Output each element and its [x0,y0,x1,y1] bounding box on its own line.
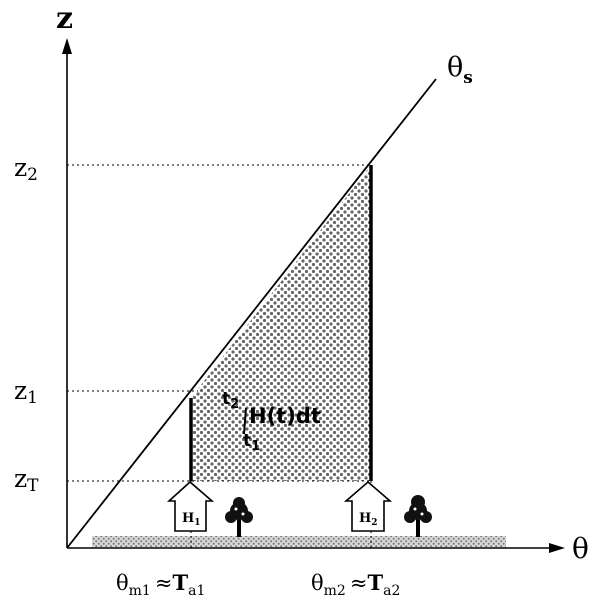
theta-m1-label: θm1≈Ta1 [116,570,205,599]
tree-1-icon [225,497,253,537]
theta-axis-arrowhead [549,543,565,553]
integral-upper-limit: t2 [222,389,239,412]
theta-s-line [66,78,437,549]
ground-strip [92,536,506,547]
house-h1-icon: H1 [166,480,215,532]
z-axis-label: z [56,1,73,36]
integral-shaded-area [191,165,371,481]
zT-label: zT [14,464,39,496]
z-axis-arrowhead [62,38,72,54]
theta-axis-label: θ [572,532,589,565]
svg-text:H2: H2 [359,511,378,528]
svg-text:H1: H1 [182,511,201,528]
integral-lower-limit: t1 [243,431,260,454]
integral-sign [243,407,247,435]
z2-label: z2 [14,153,38,185]
integral-body: H(t)dt [249,404,321,428]
theta-s-label: θs [447,52,473,88]
house-h2-icon: H2 [343,480,393,532]
z1-label: z1 [14,376,38,408]
theta-m2-label: θm2≈Ta2 [311,570,400,599]
tree-2-icon [404,495,432,537]
